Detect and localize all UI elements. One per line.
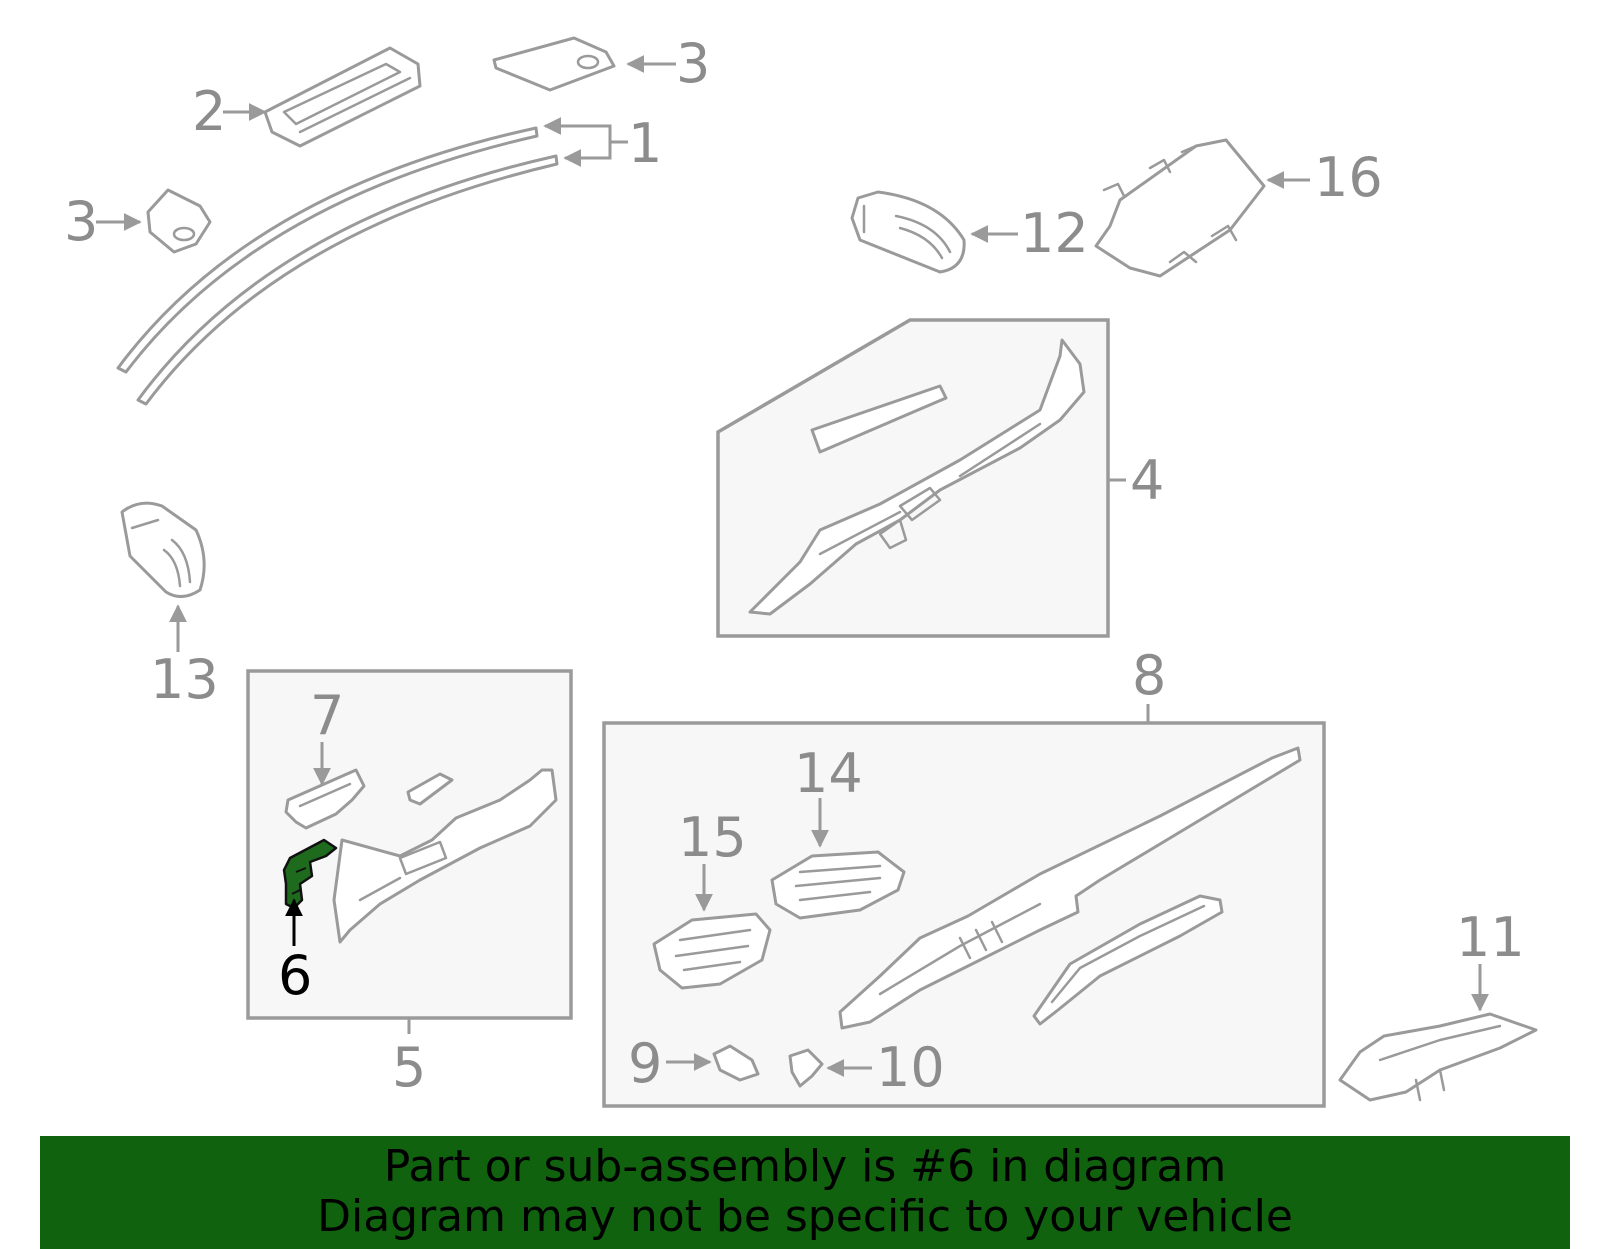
callout-labels: 1 2 3 3 4 5 6 7 8 9 10 11 12 13 14 15 16: [64, 32, 1525, 1099]
banner-line-2: Diagram may not be specific to your vehi…: [317, 1191, 1293, 1242]
callout-4: 4: [1130, 449, 1164, 512]
part-15-vent: [652, 912, 772, 990]
part-8-dash-trim: [838, 746, 1302, 1030]
part-11-bracket: [1338, 1012, 1538, 1102]
leader-1b: [563, 138, 612, 167]
callout-5: 5: [392, 1036, 426, 1099]
callout-1: 1: [628, 112, 662, 175]
part-8-side-trim: [1032, 894, 1224, 1026]
callout-9: 9: [628, 1032, 662, 1095]
callout-2: 2: [192, 80, 226, 143]
callout-12: 12: [1020, 202, 1089, 265]
callout-3-left: 3: [64, 190, 98, 253]
part-12-air-vent: [850, 190, 966, 274]
part-4-lower-panel: [748, 338, 1086, 616]
leader-1: [543, 117, 612, 138]
part-5-knee-panel: [332, 768, 558, 944]
part-6-bracket-highlighted: [282, 838, 338, 910]
callout-15: 15: [678, 806, 747, 869]
part-3-cover-left: [146, 188, 212, 254]
part-13-side-vent: [120, 501, 206, 598]
group-box-5: [246, 669, 573, 1020]
info-banner: Part or sub-assembly is #6 in diagram Di…: [40, 1136, 1570, 1249]
part-9-clip: [712, 1044, 760, 1082]
part-5-small-clip: [406, 772, 454, 806]
part-7-bracket: [284, 768, 366, 830]
part-2-panel: [263, 46, 422, 148]
callout-11: 11: [1456, 906, 1525, 969]
part-3-cover-top: [492, 36, 616, 92]
part-16-airbag-module: [1094, 138, 1266, 278]
part-14-vent: [770, 850, 906, 920]
callout-8: 8: [1132, 644, 1166, 707]
banner-line-1: Part or sub-assembly is #6 in diagram: [383, 1141, 1227, 1192]
callout-3-top: 3: [676, 32, 710, 95]
leader-lines: [96, 55, 1489, 1077]
callout-7: 7: [310, 684, 344, 747]
part-10-clip: [788, 1048, 824, 1088]
callout-13: 13: [150, 648, 219, 711]
part-1-trim-strips: [116, 126, 559, 406]
callout-16: 16: [1314, 146, 1383, 209]
callout-10: 10: [876, 1036, 945, 1099]
callout-6: 6: [278, 944, 312, 1007]
callout-14: 14: [794, 742, 863, 805]
